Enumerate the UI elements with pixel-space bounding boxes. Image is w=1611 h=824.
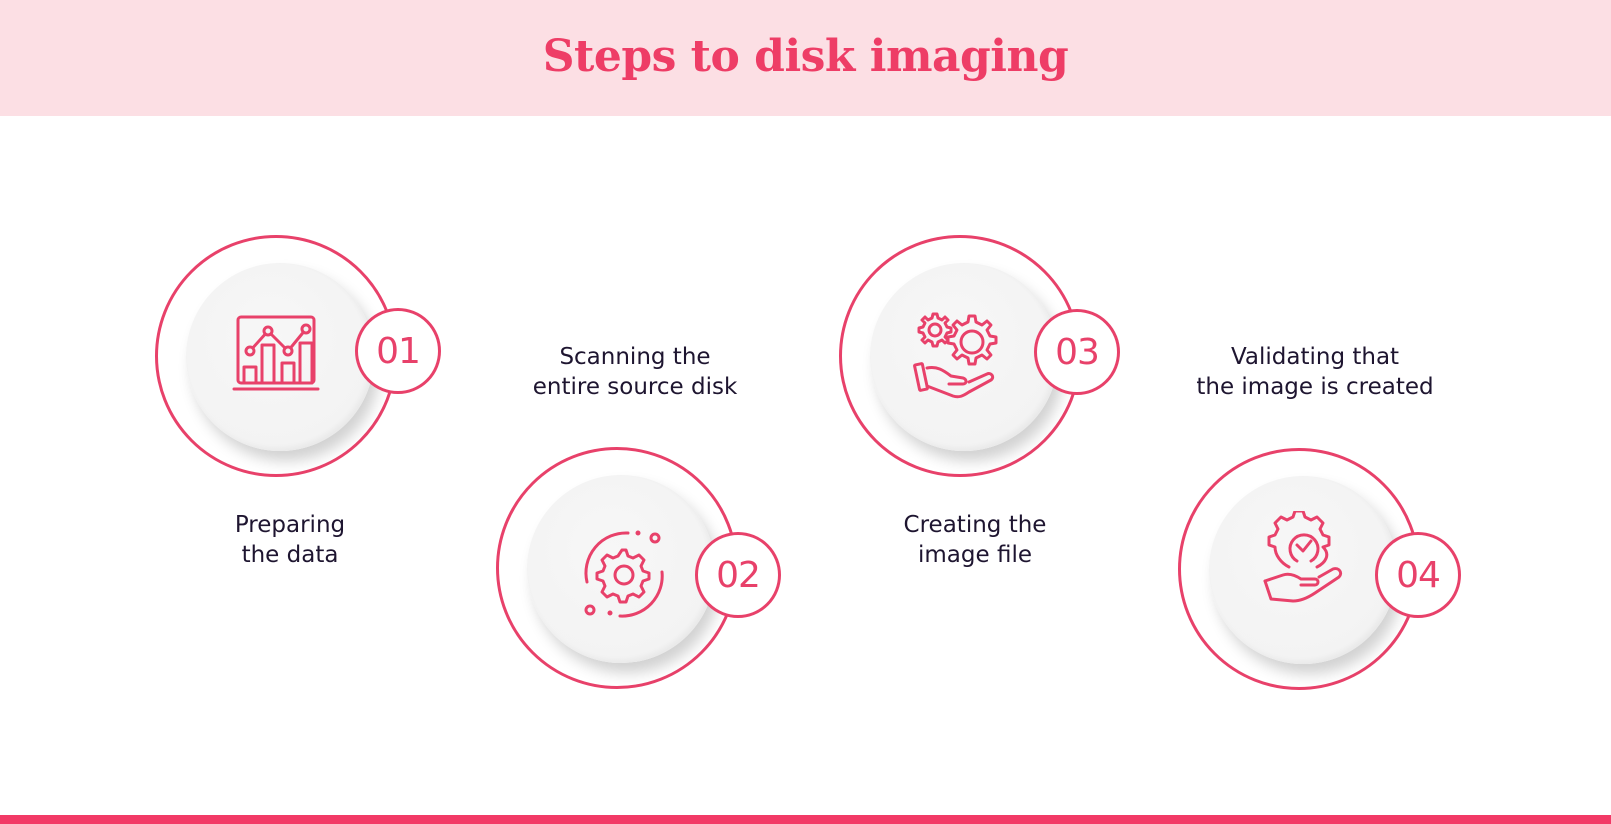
bottom-accent-bar xyxy=(0,815,1611,824)
step-number-badge: 02 xyxy=(695,532,781,618)
caption-line: the image is created xyxy=(1196,374,1434,400)
step-disc xyxy=(1209,476,1397,664)
gear-orbit-icon xyxy=(572,520,672,620)
step-disc xyxy=(527,475,715,663)
caption-line: Creating the xyxy=(903,512,1047,538)
gears-hand-icon xyxy=(905,304,1005,404)
step-number-badge: 04 xyxy=(1375,532,1461,618)
caption-line: image file xyxy=(918,542,1032,568)
header-banner: Steps to disk imaging xyxy=(0,0,1611,116)
gear-check-hand-icon xyxy=(1253,511,1353,611)
step-4-caption: Validating that the image is created xyxy=(1145,342,1485,402)
caption-line: Validating that xyxy=(1230,344,1400,370)
page-title: Steps to disk imaging xyxy=(542,30,1069,82)
caption-line: Preparing xyxy=(234,512,346,538)
step-disc xyxy=(186,263,374,451)
caption-line: the data xyxy=(241,542,339,568)
caption-line: entire source disk xyxy=(532,374,738,400)
chart-monitor-icon xyxy=(226,301,326,401)
step-3-caption: Creating the image file xyxy=(805,510,1145,570)
caption-line: Scanning the xyxy=(559,344,711,370)
step-number-badge: 01 xyxy=(355,308,441,394)
step-1-caption: Preparing the data xyxy=(120,510,460,570)
step-2-caption: Scanning the entire source disk xyxy=(465,342,805,402)
step-number-badge: 03 xyxy=(1034,309,1120,395)
